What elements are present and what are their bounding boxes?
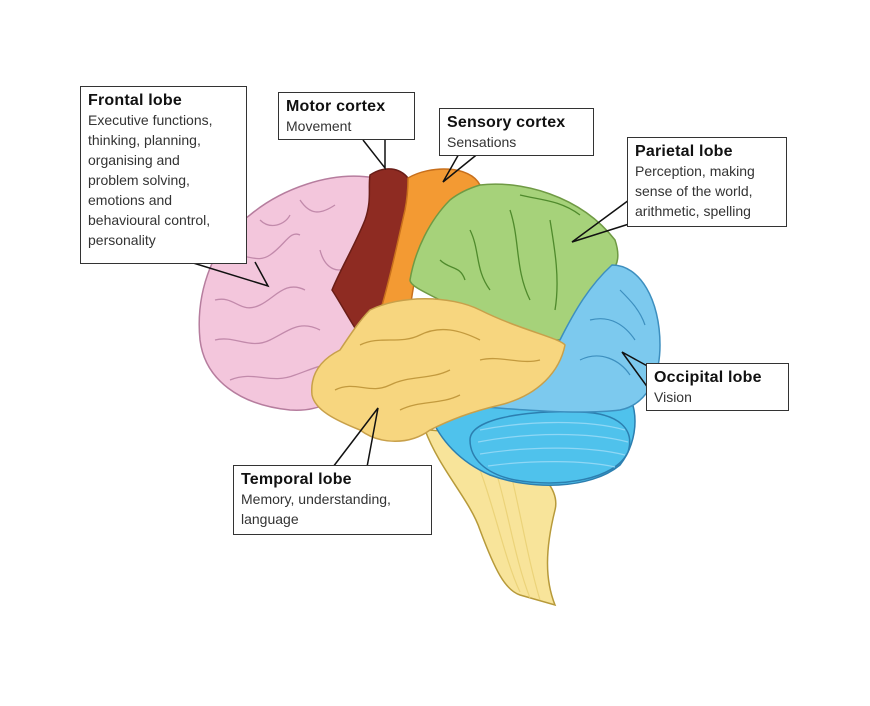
motor-cortex-desc: Movement — [286, 118, 352, 134]
frontal-leader — [189, 261, 270, 288]
occipital-lobe-label: Occipital lobe Vision — [646, 363, 789, 411]
cerebellum-lobe — [469, 410, 631, 484]
parietal-lobe-title: Parietal lobe — [635, 143, 733, 160]
motor-cortex-title: Motor cortex — [286, 98, 386, 115]
occipital-lobe-desc: Vision — [654, 389, 692, 405]
temporal-leader — [332, 407, 379, 468]
temporal-lobe-title: Temporal lobe — [241, 471, 352, 488]
sensory-cortex-desc: Sensations — [447, 134, 517, 150]
occipital-gyri — [579, 289, 646, 376]
sensory-leader — [442, 151, 481, 183]
temporal-lobe-label: Temporal lobe Memory, understanding, lan… — [233, 465, 432, 535]
sensory-cortex-title: Sensory cortex — [447, 114, 566, 131]
leader-lines — [189, 139, 652, 468]
motor-cortex-label: Motor cortex Movement — [278, 92, 415, 140]
occipital-lobe-title: Occipital lobe — [654, 369, 762, 386]
frontal-lobe-label: Frontal lobe Executive functions, thinki… — [80, 86, 247, 264]
temporal-lobe — [311, 298, 566, 442]
motor-leader — [362, 139, 386, 171]
parietal-gyri — [439, 194, 581, 311]
occipital-leader — [621, 351, 652, 393]
parietal-leader — [571, 199, 630, 243]
temporal-gyri — [334, 328, 541, 411]
brainstem-striations — [479, 467, 541, 601]
parietal-lobe-label: Parietal lobe Perception, making sense o… — [627, 137, 787, 227]
parietal-lobe-desc: Perception, making sense of the world, a… — [635, 163, 755, 219]
cerebellum-folia — [477, 421, 629, 468]
sensory-cortex-label: Sensory cortex Sensations — [439, 108, 594, 156]
frontal-lobe-title: Frontal lobe — [88, 92, 182, 109]
temporal-lobe-desc: Memory, understanding, language — [241, 491, 391, 527]
frontal-lobe-desc: Executive functions, thinking, planning,… — [88, 112, 213, 248]
